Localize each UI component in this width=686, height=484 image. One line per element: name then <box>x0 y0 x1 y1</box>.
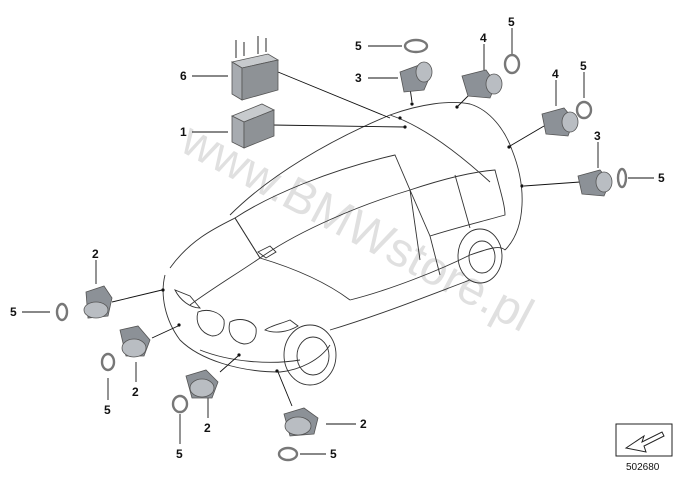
label-5d: 5 <box>658 171 665 185</box>
label-5b: 5 <box>508 15 515 29</box>
label-5a: 5 <box>355 39 362 53</box>
label-5g: 5 <box>176 447 183 461</box>
label-6: 6 <box>180 69 187 83</box>
sensor-4a <box>461 69 503 99</box>
sensor-2a <box>83 285 113 319</box>
control-unit-bracket-part <box>230 36 280 101</box>
sensor-2c <box>185 369 219 399</box>
watermark: www.BMWstore.pl <box>172 112 542 342</box>
seal-ring-5a <box>403 38 429 54</box>
label-5c: 5 <box>580 59 587 73</box>
seal-ring-5e <box>55 302 69 322</box>
label-4a: 4 <box>480 31 487 45</box>
seal-ring-5g <box>171 394 189 414</box>
sensor-3b <box>577 169 613 197</box>
label-5h: 5 <box>330 447 337 461</box>
label-2b: 2 <box>132 385 139 399</box>
sensor-3a <box>399 61 433 93</box>
label-5f: 5 <box>104 403 111 417</box>
seal-ring-5h <box>277 446 299 462</box>
callout-labels: 6 1 5 3 4 5 4 5 3 5 2 5 2 5 2 5 2 5 <box>10 15 665 461</box>
leader-lines <box>22 28 654 455</box>
label-4b: 4 <box>552 67 559 81</box>
seal-ring-5b <box>503 53 521 75</box>
control-unit-part <box>231 103 275 149</box>
sensor-4b <box>541 107 579 137</box>
diagram-direction-arrow-icon <box>615 423 673 457</box>
label-2a: 2 <box>92 247 99 261</box>
part-number: 502680 <box>626 462 660 473</box>
label-1: 1 <box>180 125 187 139</box>
seal-ring-5f <box>100 352 116 372</box>
sensor-2b <box>119 325 151 358</box>
label-2c: 2 <box>204 421 211 435</box>
label-2d: 2 <box>360 417 367 431</box>
label-3b: 3 <box>594 129 601 143</box>
sensor-2d <box>283 407 319 437</box>
label-5e: 5 <box>10 305 17 319</box>
label-3a: 3 <box>355 71 362 85</box>
car-outline <box>162 102 523 386</box>
seal-ring-5c <box>575 100 593 120</box>
seal-ring-5d <box>616 167 628 189</box>
